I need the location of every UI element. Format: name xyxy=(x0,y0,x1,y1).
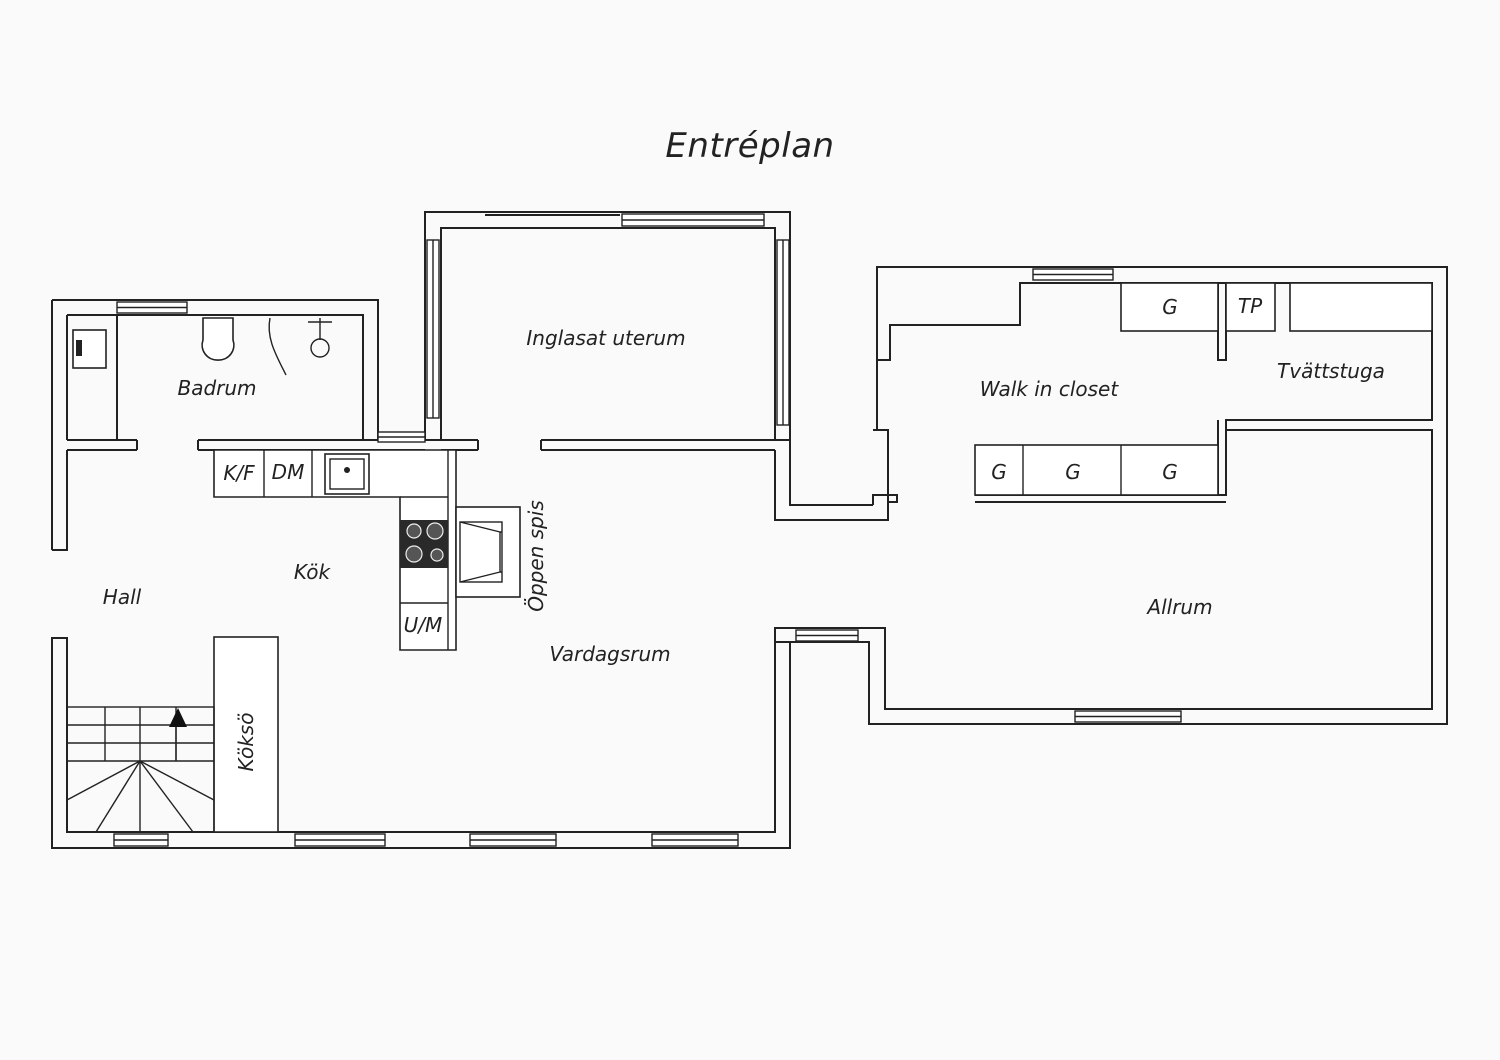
room-label-oppen-spis: Öppen spis xyxy=(524,500,548,612)
bathroom-fixtures xyxy=(72,317,332,376)
windows xyxy=(113,213,1182,847)
fixture-label-g: G xyxy=(1065,460,1081,484)
room-label-vardagsrum: Vardagsrum xyxy=(549,642,670,666)
kitchen-sink-icon xyxy=(324,453,370,495)
fixture-label-g: G xyxy=(1162,295,1178,319)
room-label-badrum: Badrum xyxy=(177,376,256,400)
room-label-kok: Kök xyxy=(294,560,332,584)
fixture-label-g: G xyxy=(991,460,1007,484)
room-label-walk-in-closet: Walk in closet xyxy=(980,377,1120,401)
staircase xyxy=(66,706,215,833)
fixture-label-tp: TP xyxy=(1238,294,1263,318)
walls-sunroom xyxy=(424,211,898,521)
toilet-icon xyxy=(201,317,235,361)
shower-drain-icon xyxy=(310,338,330,358)
shower-hose-icon xyxy=(268,317,287,376)
wardrobes xyxy=(974,282,1433,496)
fixture-label-g: G xyxy=(1162,460,1178,484)
kitchen-island xyxy=(213,636,279,833)
fireplace-icon xyxy=(455,506,521,598)
room-label-allrum: Allrum xyxy=(1145,595,1212,619)
faucet-icon xyxy=(76,340,82,356)
room-label-hall: Hall xyxy=(103,585,142,609)
fixture-label-dm: DM xyxy=(272,460,305,484)
shower-head-icon xyxy=(308,318,332,340)
fixture-label-um: U/M xyxy=(404,613,443,637)
room-label-tvattstuga: Tvättstuga xyxy=(1277,359,1385,383)
kitchen-counters xyxy=(213,449,457,651)
room-label-inglasat-uterum: Inglasat uterum xyxy=(526,326,685,350)
room-label-kokso: Köksö xyxy=(234,713,258,772)
fixture-label-kf: K/F xyxy=(223,461,255,485)
plan-title: Entréplan xyxy=(665,126,835,166)
stair-arrow-icon xyxy=(169,708,187,727)
